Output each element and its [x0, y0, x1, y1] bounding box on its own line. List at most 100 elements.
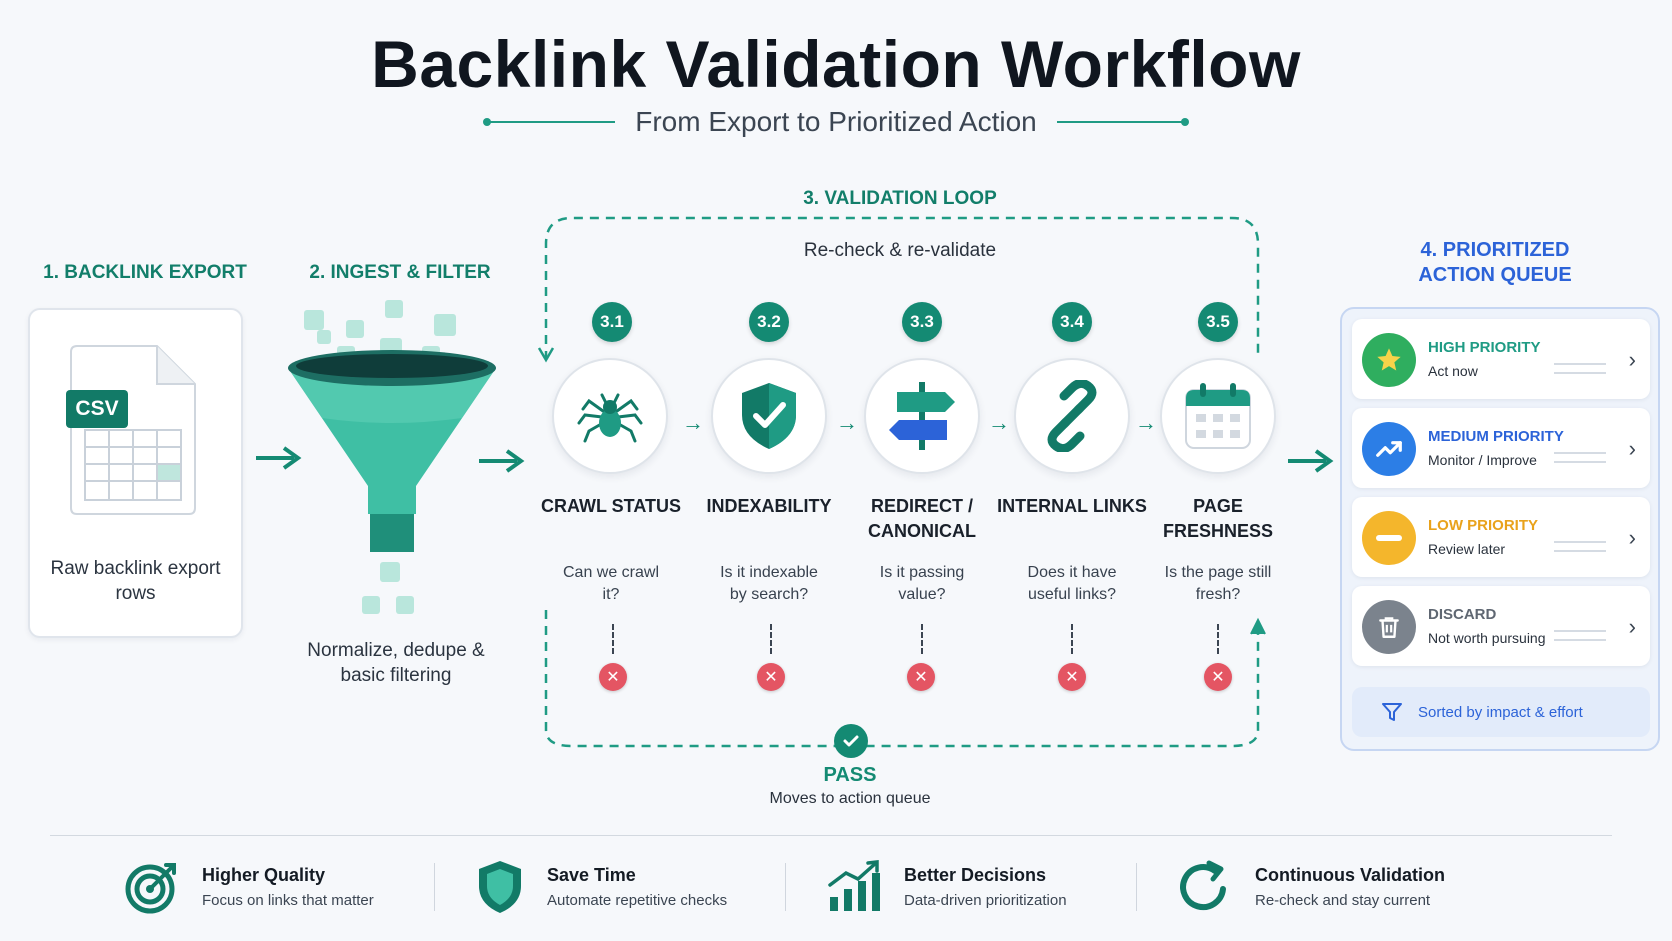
export-card: CSV Raw backlink export rows	[28, 308, 243, 638]
star-icon	[1362, 333, 1416, 387]
subtitle-line-left	[483, 118, 616, 126]
queue-heading: 4. PRIORITIZED ACTION QUEUE	[1418, 239, 1572, 286]
benefit-better-decisions: Better Decisions Data-driven prioritizat…	[826, 859, 1126, 915]
benefits-row: Higher Quality Focus on links that matte…	[124, 852, 1624, 922]
filter-icon	[1382, 703, 1402, 721]
refresh-icon	[1180, 860, 1226, 911]
pass-label: PASS	[823, 764, 877, 786]
csv-file-icon	[70, 345, 196, 515]
subtitle-line-right	[1056, 118, 1189, 126]
separator	[785, 863, 786, 911]
fail-connector	[1071, 624, 1073, 654]
shield-icon	[479, 861, 521, 913]
stage-icon-circle	[552, 358, 668, 474]
loop-heading: 3. VALIDATION LOOP	[803, 188, 997, 209]
queue-footer-text: Sorted by impact & effort	[1418, 703, 1583, 721]
benefit-save-time: Save Time Automate repetitive checks	[475, 858, 775, 916]
queue-item-label: HIGH PRIORITY	[1428, 339, 1541, 356]
benefit-higher-quality: Higher Quality Focus on links that matte…	[124, 859, 424, 915]
queue-panel: HIGH PRIORITY Act now › MEDIUM PRIORITY …	[1340, 307, 1660, 751]
target-icon	[125, 863, 176, 914]
export-heading: 1. BACKLINK EXPORT	[43, 262, 247, 283]
divider	[50, 835, 1612, 836]
fail-x-icon: ✕	[907, 663, 935, 691]
funnel-icon	[288, 300, 496, 614]
fail-connector	[612, 624, 614, 654]
bar-chart-icon	[828, 860, 880, 911]
ingest-heading: 2. INGEST & FILTER	[309, 262, 491, 283]
separator	[1136, 863, 1137, 911]
fail-x-icon: ✕	[1058, 663, 1086, 691]
benefit-title: Higher Quality	[202, 865, 326, 885]
signpost-icon	[889, 382, 955, 450]
stage-number: 3.4	[1052, 302, 1092, 342]
fail-x-icon: ✕	[757, 663, 785, 691]
stage-number: 3.3	[902, 302, 942, 342]
trend-up-icon	[1362, 422, 1416, 476]
page-title: Backlink Validation Workflow	[371, 27, 1301, 101]
calendar-icon	[1185, 383, 1251, 449]
chevron-right-icon[interactable]: ›	[1628, 436, 1636, 461]
chevron-right-icon[interactable]: ›	[1628, 525, 1636, 550]
queue-item-bars	[1554, 363, 1606, 381]
stage-question: Is the page still fresh?	[1164, 564, 1272, 603]
benefit-title: Save Time	[547, 865, 636, 885]
stage-number: 3.5	[1198, 302, 1238, 342]
benefit-title: Continuous Validation	[1255, 865, 1445, 885]
queue-item-medium[interactable]: MEDIUM PRIORITY Monitor / Improve ›	[1352, 408, 1650, 488]
stage-question: Is it passing value?	[879, 564, 965, 603]
fail-x-icon: ✕	[1204, 663, 1232, 691]
page-subtitle: From Export to Prioritized Action	[635, 106, 1037, 137]
shield-check-icon	[742, 383, 796, 449]
stage-question: Does it have useful links?	[1027, 564, 1117, 603]
stage-icon-circle	[1160, 358, 1276, 474]
stage-title: REDIRECT / CANONICAL	[868, 496, 976, 541]
queue-item-bars	[1554, 452, 1606, 470]
stage-question: Is it indexable by search?	[720, 564, 818, 603]
queue-item-bars	[1554, 630, 1606, 648]
arrow-right-icon	[256, 446, 302, 470]
benefit-sub: Focus on links that matter	[202, 892, 374, 909]
stage-redirect-canonical: 3.3 REDIRECT / CANONICAL Is it passing v…	[842, 302, 1002, 682]
benefit-sub: Data-driven prioritization	[904, 892, 1067, 909]
separator	[434, 863, 435, 911]
queue-item-discard[interactable]: DISCARD Not worth pursuing ›	[1352, 586, 1650, 666]
queue-item-low[interactable]: LOW PRIORITY Review later ›	[1352, 497, 1650, 577]
stage-title: PAGE FRESHNESS	[1162, 496, 1274, 541]
stage-page-freshness: 3.5 PAGE FRESHNESS Is the page still fre…	[1143, 302, 1293, 682]
queue-footer: Sorted by impact & effort	[1352, 687, 1650, 737]
stage-internal-links: 3.4 INTERNAL LINKS Does it have useful l…	[995, 302, 1149, 682]
stage-icon-circle	[711, 358, 827, 474]
queue-item-sub: Monitor / Improve	[1428, 452, 1537, 468]
stage-indexability: 3.2 INDEXABILITY Is it indexable by sear…	[689, 302, 849, 682]
trash-icon	[1362, 600, 1416, 654]
spider-icon	[577, 393, 643, 443]
pass-check-icon	[834, 724, 868, 758]
stage-title: INDEXABILITY	[706, 496, 832, 516]
queue-item-bars	[1554, 541, 1606, 559]
arrow-right-icon: →	[682, 410, 704, 435]
benefit-sub: Re-check and stay current	[1255, 892, 1431, 909]
chevron-right-icon[interactable]: ›	[1628, 347, 1636, 372]
benefit-title: Better Decisions	[904, 865, 1047, 885]
export-caption: Raw backlink export rows	[50, 558, 221, 604]
stage-icon-circle	[1014, 358, 1130, 474]
chevron-right-icon[interactable]: ›	[1628, 614, 1636, 639]
stage-title: CRAWL STATUS	[541, 496, 681, 516]
stage-number: 3.1	[592, 302, 632, 342]
ingest-caption: Normalize, dedupe & basic filtering	[307, 640, 485, 686]
benefit-continuous-validation: Continuous Validation Re-check and stay …	[1177, 859, 1497, 915]
arrow-right-icon: →	[988, 410, 1010, 435]
stage-question: Can we crawl it?	[562, 564, 660, 603]
queue-item-high[interactable]: HIGH PRIORITY Act now ›	[1352, 319, 1650, 399]
arrow-right-icon: →	[836, 410, 858, 435]
fail-connector	[921, 624, 923, 654]
queue-item-label: LOW PRIORITY	[1428, 517, 1538, 534]
queue-item-sub: Act now	[1428, 363, 1478, 379]
queue-item-label: DISCARD	[1428, 606, 1497, 623]
queue-item-label: MEDIUM PRIORITY	[1428, 428, 1564, 445]
fail-connector	[770, 624, 772, 654]
stage-number: 3.2	[749, 302, 789, 342]
stage-crawl-status: 3.1 CRAWL STATUS Can we crawl it?	[538, 302, 684, 682]
csv-badge: CSV	[66, 390, 128, 428]
